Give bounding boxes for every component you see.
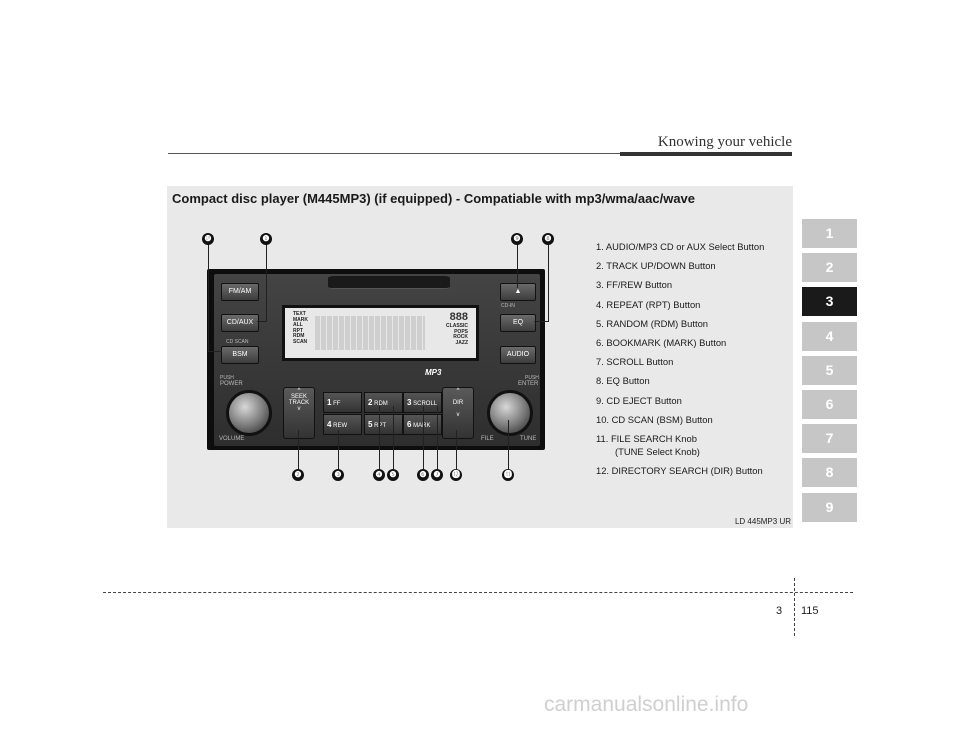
header-title: Knowing your vehicle xyxy=(657,134,792,150)
legend-item: 5. RANDOM (RDM) Button xyxy=(596,317,708,329)
callout-2: ❷ xyxy=(292,469,304,481)
legend-item: 4. REPEAT (RPT) Button xyxy=(596,298,701,310)
legend-item: 7. SCROLL Button xyxy=(596,356,674,368)
leader-6 xyxy=(423,406,424,470)
chapter-tab-4: 4 xyxy=(802,321,857,351)
chapter-tab-9: 9 xyxy=(802,492,857,522)
preset-2-rdm-button: 2 RDM xyxy=(364,392,403,413)
preset-3-scroll-button: 3 SCROLL xyxy=(403,392,442,413)
cd-in-label: CD-IN xyxy=(501,303,515,309)
legend-item: 6. BOOKMARK (MARK) Button xyxy=(596,336,727,348)
header-accent-bar xyxy=(620,152,792,156)
legend-item: 3. FF/REW Button xyxy=(596,279,673,291)
leader-1 xyxy=(266,244,267,322)
seek-track-button: ^ SEEK TRACK v xyxy=(283,387,315,439)
volume-knob xyxy=(226,390,272,436)
chapter-tab-8: 8 xyxy=(802,458,857,488)
legend-item: 2. TRACK UP/DOWN Button xyxy=(596,260,716,272)
legend-item: 12. DIRECTORY SEARCH (DIR) Button xyxy=(596,465,763,477)
callout-11: ⓫ xyxy=(502,469,514,481)
legend-item: 1. AUDIO/MP3 CD or AUX Select Button xyxy=(596,241,765,252)
eq-button: EQ xyxy=(500,314,536,332)
callout-3: ❸ xyxy=(332,469,344,481)
chapter-tab-5: 5 xyxy=(802,355,857,385)
callout-6: ❻ xyxy=(417,469,429,481)
leader-3 xyxy=(338,430,339,470)
footer-page-number: 115 xyxy=(801,605,819,617)
chapter-tab-3-active: 3 xyxy=(802,287,857,317)
header-rule xyxy=(168,153,791,154)
fm-am-button: FM/AM xyxy=(221,283,259,301)
volume-label: VOLUME xyxy=(219,436,245,442)
callout-10: ❿ xyxy=(202,233,214,245)
display-digits: 888 xyxy=(449,311,468,323)
leader-10-h xyxy=(208,351,222,352)
cd-aux-button: CD/AUX xyxy=(221,314,259,332)
chapter-tab-1: 1 xyxy=(802,219,857,248)
push-label-right: PUSH xyxy=(525,375,539,381)
cd-slot xyxy=(328,276,450,289)
preset-6-mark-button: 6 MARK xyxy=(403,414,442,435)
leader-8 xyxy=(548,244,549,322)
footer-rule xyxy=(103,592,853,593)
legend-item: 10. CD SCAN (BSM) Button xyxy=(596,413,713,425)
callout-1: ❶ xyxy=(260,233,272,245)
leader-1-h xyxy=(257,321,266,322)
callout-5: ❺ xyxy=(387,469,399,481)
chapter-tab-6: 6 xyxy=(802,389,857,419)
bsm-button: BSM xyxy=(221,346,259,364)
leader-4 xyxy=(379,406,380,470)
leader-11 xyxy=(508,420,509,470)
preset-5-rpt-button: 5 RPT xyxy=(364,414,403,435)
push-label-left: PUSH xyxy=(220,375,234,381)
callout-12: ⓬ xyxy=(450,469,462,481)
audio-button: AUDIO xyxy=(500,346,536,364)
section-title: Compact disc player (M445MP3) (if equipp… xyxy=(172,191,696,206)
figure-caption: LD 445MP3 UR xyxy=(734,517,791,526)
legend-item: 8. EQ Button xyxy=(596,375,650,387)
chapter-tab-7: 7 xyxy=(802,424,857,454)
callout-8: ❽ xyxy=(542,233,554,245)
leader-10 xyxy=(208,244,209,351)
cd-scan-label: CD SCAN xyxy=(226,339,249,345)
leader-9 xyxy=(517,244,518,288)
callout-9: ❾ xyxy=(511,233,523,245)
eject-button: ▲ xyxy=(500,283,536,301)
display-segment-grid xyxy=(315,316,425,350)
leader-2 xyxy=(298,430,299,470)
chapter-tab-2: 2 xyxy=(802,253,857,283)
preset-4-rew-button: 4 REW xyxy=(323,414,362,435)
tune-knob xyxy=(487,390,533,436)
enter-label: ENTER xyxy=(518,381,539,387)
tune-label: TUNE xyxy=(520,436,537,442)
mp3-logo: MP3 xyxy=(425,368,442,377)
legend-item: 9. CD EJECT Button xyxy=(596,394,682,406)
file-label: FILE xyxy=(481,436,494,442)
footer-divider xyxy=(794,578,795,636)
chapter-tabs: 1 2 3 4 5 6 7 8 9 xyxy=(802,219,857,527)
footer-chapter-number: 3 xyxy=(776,605,783,617)
preset-1-ff-button: 1 FF xyxy=(323,392,362,413)
power-label: POWER xyxy=(220,381,243,387)
callout-4: ❹ xyxy=(373,469,385,481)
callout-7: ❼ xyxy=(431,469,443,481)
leader-5 xyxy=(393,406,394,470)
leader-7 xyxy=(437,406,438,470)
dir-button: ^ DIR v xyxy=(442,387,474,439)
legend-list: 1. AUDIO/MP3 CD or AUX Select Button 2. … xyxy=(596,240,764,483)
legend-item-sub: (TUNE Select Knob) xyxy=(615,446,700,458)
legend-item: 11. FILE SEARCH Knob xyxy=(596,432,697,444)
leader-8-h xyxy=(534,321,548,322)
watermark: carmanualsonline.info xyxy=(544,693,749,716)
leader-12 xyxy=(456,430,457,470)
